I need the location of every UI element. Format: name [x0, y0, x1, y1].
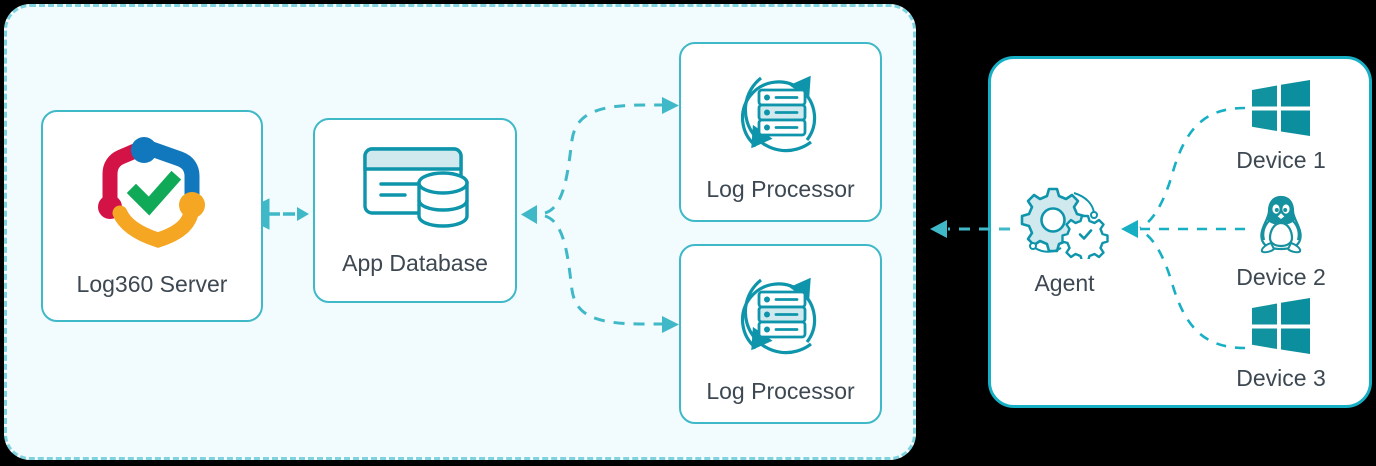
card-log-processor-2[interactable]: Log Processor [679, 244, 882, 424]
windows-icon [1250, 80, 1312, 143]
device-node-3[interactable]: Device 3 [1196, 298, 1366, 392]
log-processor-icon [729, 62, 833, 167]
device-node-2[interactable]: Device 2 [1196, 193, 1366, 291]
card-label: Log Processor [706, 377, 855, 404]
device-node-1[interactable]: Device 1 [1196, 80, 1366, 174]
database-window-icon [357, 144, 473, 235]
windows-icon [1250, 298, 1312, 361]
linux-penguin-icon [1253, 193, 1309, 260]
card-label: Log360 Server [76, 270, 228, 297]
device-label: Device 3 [1236, 365, 1326, 391]
log360-shield-logo-icon [88, 135, 216, 258]
log-processor-icon [729, 264, 833, 369]
card-app-database[interactable]: App Database [313, 118, 517, 303]
card-label: Log Processor [706, 175, 855, 202]
agent-node[interactable]: Agent [1012, 185, 1117, 297]
agent-label: Agent [1034, 270, 1095, 296]
card-log-processor-1[interactable]: Log Processor [679, 42, 882, 222]
card-label: App Database [342, 250, 488, 277]
device-label: Device 2 [1236, 264, 1326, 290]
device-label: Device 1 [1236, 147, 1326, 173]
gears-icon [1019, 185, 1111, 264]
card-log360-server[interactable]: Log360 Server [41, 110, 263, 322]
